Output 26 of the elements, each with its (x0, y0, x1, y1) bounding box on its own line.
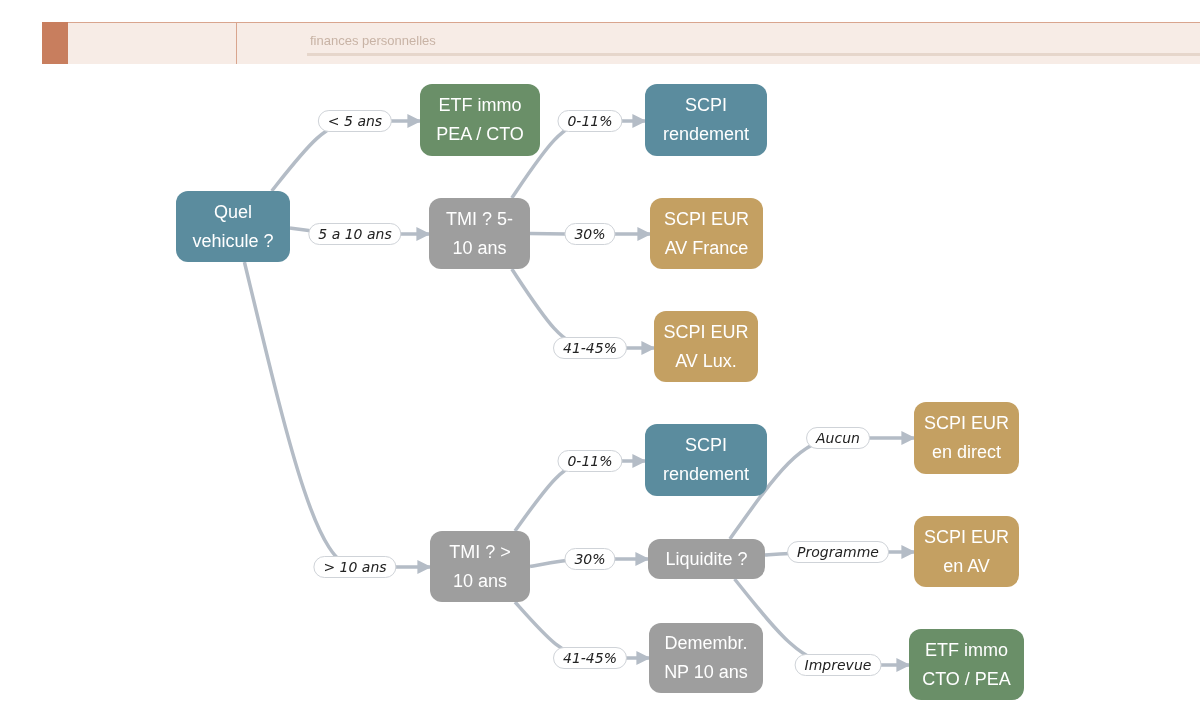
result-box: SCPI rendement (645, 84, 767, 156)
edge-label: Programme (787, 541, 889, 563)
result-box: SCPI EUR AV Lux. (654, 311, 758, 382)
decision-box: TMI ? 5-10 ans (429, 198, 530, 269)
edge-label: 30% (564, 548, 616, 570)
result-box: SCPI EUR en direct (914, 402, 1019, 474)
decision-box: Liquidite ? (648, 539, 765, 579)
tagline: finances personnelles (310, 33, 436, 48)
edge-label: Aucun (806, 427, 870, 449)
edge-label: 30% (564, 223, 616, 245)
edge-label: 0-11% (557, 450, 623, 472)
edge-label: 41-45% (553, 337, 627, 359)
edge-label: Imprevue (794, 654, 882, 676)
edge-label: < 5 ans (317, 110, 393, 132)
result-box: Quel vehicule ? (176, 191, 290, 262)
result-box: SCPI EUR AV France (650, 198, 763, 269)
edge-label: > 10 ans (313, 556, 397, 578)
result-box: ETF immo CTO / PEA (909, 629, 1024, 700)
edge-label: 41-45% (553, 647, 627, 669)
result-box: ETF immo PEA / CTO (420, 84, 540, 156)
decision-box: TMI ? > 10 ans (430, 531, 530, 602)
edge-label: 5 a 10 ans (308, 223, 402, 245)
result-box: SCPI rendement (645, 424, 767, 496)
result-box: SCPI EUR en AV (914, 516, 1019, 587)
decision-box: Demembr. NP 10 ans (649, 623, 763, 693)
edge-label: 0-11% (557, 110, 623, 132)
